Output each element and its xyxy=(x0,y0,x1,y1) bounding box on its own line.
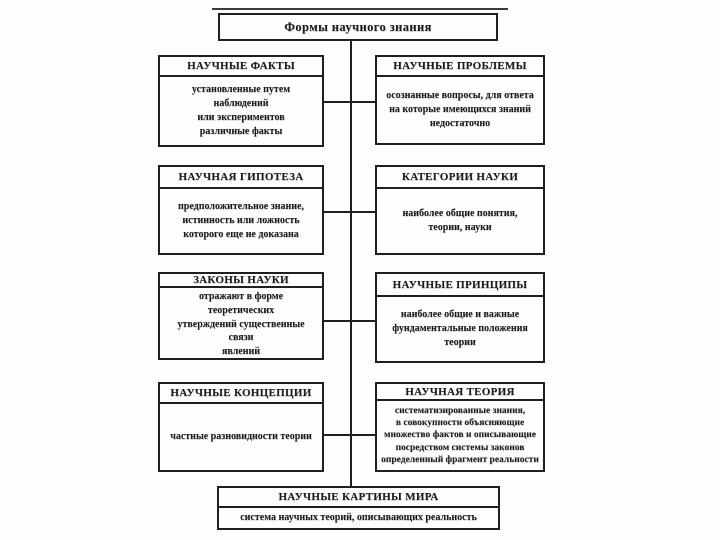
box-body: отражают в форме теоретических утвержден… xyxy=(177,291,305,358)
box-header: НАУЧНЫЕ КАРТИНЫ МИРА xyxy=(219,488,498,508)
box-body: частные разновидности теории xyxy=(170,431,312,443)
box-scientific-world-pictures: НАУЧНЫЕ КАРТИНЫ МИРА система научных тео… xyxy=(217,486,500,530)
box-header: НАУЧНЫЕ ФАКТЫ xyxy=(160,57,322,77)
box-body: осознанные вопросы, для ответа на которы… xyxy=(386,90,534,129)
box-body: предположительное знание, истинность или… xyxy=(178,201,304,240)
box-header: НАУЧНЫЕ КОНЦЕПЦИИ xyxy=(160,384,322,404)
box-body: систематизированные знания, в совокупнос… xyxy=(381,405,539,466)
connector-row-3 xyxy=(322,320,376,322)
box-scientific-hypothesis: НАУЧНАЯ ГИПОТЕЗА предположительное знани… xyxy=(158,165,324,255)
box-body: наиболее общие понятия, теории, науки xyxy=(402,208,518,233)
box-scientific-facts: НАУЧНЫЕ ФАКТЫ установленные путем наблюд… xyxy=(158,55,324,147)
box-body: установленные путем наблюдений или экспе… xyxy=(191,84,291,137)
scan-artifact-line xyxy=(212,8,508,10)
box-laws-of-science: ЗАКОНЫ НАУКИ отражают в форме теоретичес… xyxy=(158,272,324,360)
box-scientific-theory: НАУЧНАЯ ТЕОРИЯ систематизированные знани… xyxy=(375,382,545,472)
box-body: наиболее общие и важные фундаментальные … xyxy=(392,309,528,348)
box-header: НАУЧНЫЕ ПРОБЛЕМЫ xyxy=(377,57,543,77)
title-box: Формы научного знания xyxy=(218,13,498,41)
connector-row-1 xyxy=(322,101,376,103)
box-header: НАУЧНАЯ ГИПОТЕЗА xyxy=(160,167,322,189)
box-header: НАУЧНЫЕ ПРИНЦИПЫ xyxy=(377,274,543,297)
page-title: Формы научного знания xyxy=(284,19,432,34)
box-header: КАТЕГОРИИ НАУКИ xyxy=(377,167,543,189)
box-body: система научных теорий, описывающих реал… xyxy=(240,512,477,524)
box-header: ЗАКОНЫ НАУКИ xyxy=(160,274,322,288)
connector-row-4 xyxy=(322,434,376,436)
box-categories-of-science: КАТЕГОРИИ НАУКИ наиболее общие понятия, … xyxy=(375,165,545,255)
connector-row-2 xyxy=(322,211,376,213)
connector-vertical-trunk xyxy=(350,41,352,486)
box-header: НАУЧНАЯ ТЕОРИЯ xyxy=(377,384,543,401)
box-scientific-principles: НАУЧНЫЕ ПРИНЦИПЫ наиболее общие и важные… xyxy=(375,272,545,363)
box-scientific-concepts: НАУЧНЫЕ КОНЦЕПЦИИ частные разновидности … xyxy=(158,382,324,472)
box-scientific-problems: НАУЧНЫЕ ПРОБЛЕМЫ осознанные вопросы, для… xyxy=(375,55,545,145)
